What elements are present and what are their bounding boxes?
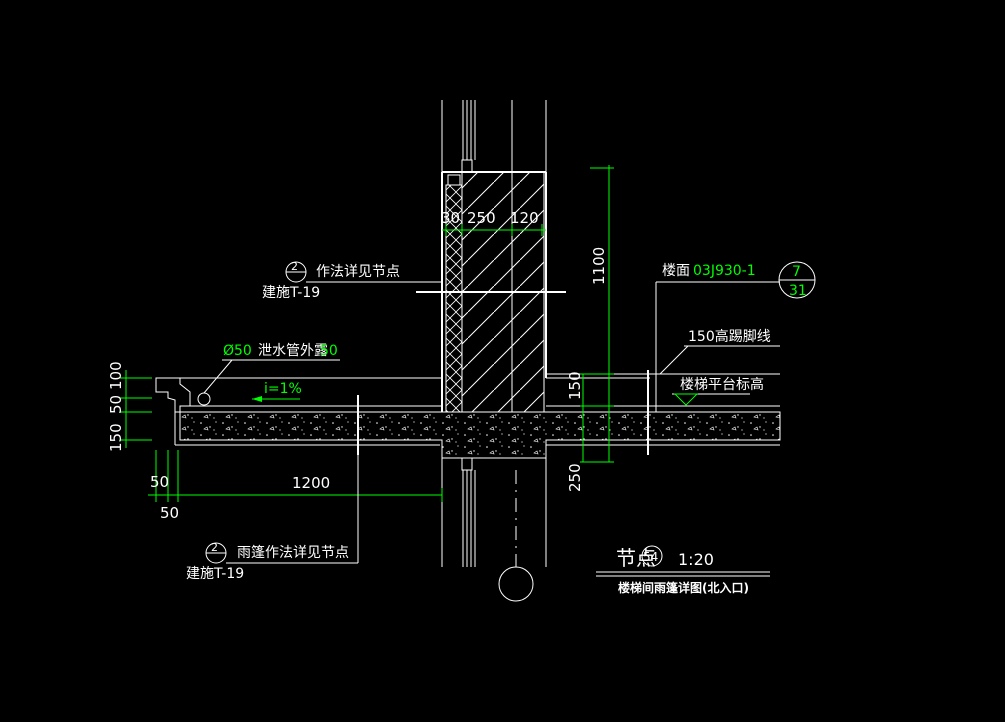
dim-1100: 1100 <box>590 247 608 285</box>
top-ref-sheet: 建施T-19 <box>262 285 320 301</box>
top-ref-number: 2 <box>291 260 298 273</box>
title-label: 节点 <box>616 546 656 570</box>
dim-100-left: 100 <box>107 361 125 390</box>
grid-axis-bubble <box>498 566 534 602</box>
dim-150-left: 150 <box>107 423 125 452</box>
title-block <box>596 545 770 577</box>
upper-wall-lines <box>441 100 547 172</box>
dim-50-bottom-b: 50 <box>160 504 179 522</box>
dim-250-right: 250 <box>566 463 584 492</box>
platform-level-mark <box>672 393 750 406</box>
bottom-ref-text: 雨篷作法详见节点 <box>237 545 349 561</box>
floor-finish-leader <box>655 261 816 412</box>
dim-30: 30 <box>441 209 460 227</box>
bottom-ref-number: 2 <box>211 541 218 554</box>
drain-pipe-prefix: Ø50 <box>223 343 252 359</box>
skirting-label: 150高踢脚线 <box>688 328 771 345</box>
drain-pipe-text: 泄水管外露 <box>258 343 328 359</box>
floor-finish-index-top: 7 <box>792 264 801 280</box>
left-vertical-dimension <box>120 370 152 448</box>
dim-150-right: 150 <box>566 371 584 400</box>
dim-1200: 1200 <box>292 474 330 492</box>
platform-level-label: 楼梯平台标高 <box>680 376 764 393</box>
floor-finish-index-bottom: 31 <box>789 283 807 299</box>
lower-wall-lines <box>441 458 547 567</box>
slope-arrow <box>252 396 300 402</box>
drain-pipe-value: 50 <box>320 343 338 359</box>
title-subtitle: 楼梯间雨篷详图(北入口) <box>618 580 749 595</box>
top-detail-reference <box>285 261 442 283</box>
top-dimension-line <box>442 224 546 236</box>
dim-250: 250 <box>467 209 496 227</box>
skirting-leader <box>659 345 780 375</box>
bottom-horizontal-dimension <box>148 450 443 502</box>
dim-50-left: 50 <box>107 395 125 414</box>
slope-label: i=1% <box>264 381 302 397</box>
drain-pipe <box>197 392 211 406</box>
bottom-detail-reference <box>205 440 359 564</box>
title-number: 54 <box>643 550 658 564</box>
bottom-ref-sheet: 建施T-19 <box>186 566 244 582</box>
dim-50-bottom-a: 50 <box>150 473 169 491</box>
top-ref-text: 作法详见节点 <box>316 264 400 280</box>
right-vertical-dimension <box>580 165 614 463</box>
drain-pipe-leader <box>203 359 340 394</box>
floor-finish-label: 楼面 <box>662 263 690 279</box>
dim-120: 120 <box>510 209 539 227</box>
title-scale: 1:20 <box>678 550 714 569</box>
floor-finish-code: 03J930-1 <box>693 263 756 279</box>
